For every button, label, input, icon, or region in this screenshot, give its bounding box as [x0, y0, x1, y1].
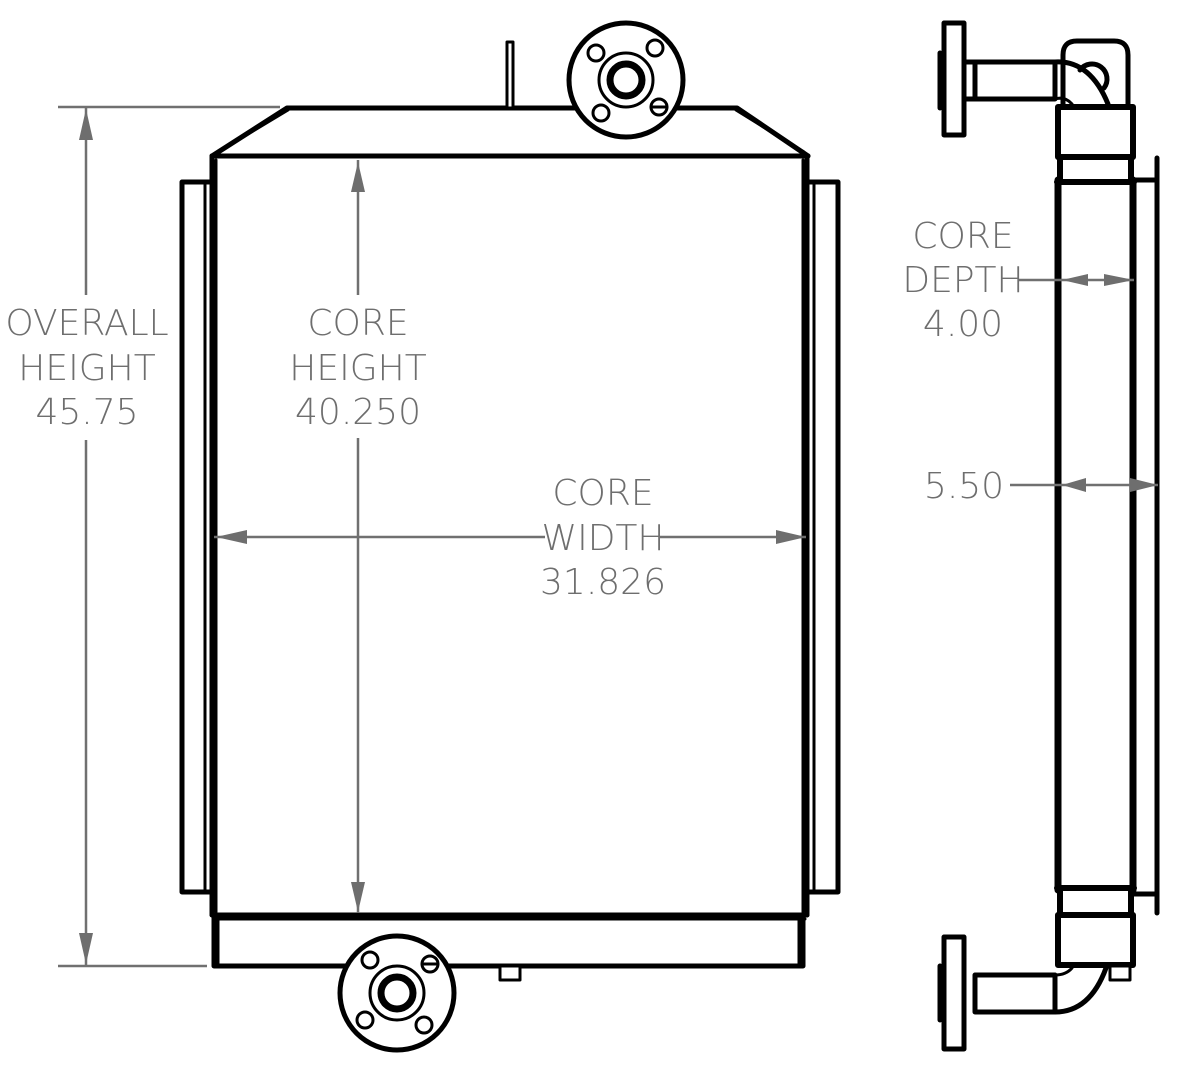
- side-view: [937, 20, 1160, 1052]
- overall-height-value: 45.75: [35, 392, 138, 433]
- dimension-core-width: CORE WIDTH 31.826: [214, 473, 806, 603]
- front-view: [179, 20, 841, 1053]
- bottom-outlet-flange: [337, 933, 457, 1053]
- overall-depth-value: 5.50: [924, 466, 1004, 507]
- core-width-label-2: WIDTH: [542, 518, 665, 559]
- left-side-bracket: [179, 179, 215, 895]
- dimension-overall-depth: 5.50: [924, 466, 1158, 507]
- overall-height-label-2: HEIGHT: [18, 348, 155, 389]
- side-top-pipe: [937, 20, 1131, 138]
- side-top-header: [1055, 104, 1136, 185]
- core-width-value: 31.826: [540, 562, 666, 603]
- side-core: [1054, 155, 1160, 916]
- right-side-bracket: [804, 179, 841, 895]
- vent-pin: [505, 40, 515, 110]
- drain-stub: [498, 964, 522, 982]
- core-depth-label-2: DEPTH: [902, 260, 1023, 301]
- core-depth-value: 4.00: [923, 304, 1003, 345]
- core: [209, 153, 810, 918]
- dimension-core-depth: CORE DEPTH 4.00: [902, 216, 1134, 345]
- dimension-overall-height: OVERALL HEIGHT 45.75: [5, 105, 280, 968]
- core-height-label-1: CORE: [307, 303, 408, 344]
- side-bottom-pipe: [937, 934, 1109, 1052]
- core-width-label-1: CORE: [552, 473, 653, 514]
- core-height-value: 40.250: [295, 392, 421, 433]
- top-tank: [209, 105, 811, 159]
- bottom-tank: [211, 912, 807, 969]
- dimension-core-height: CORE HEIGHT 40.250: [289, 160, 427, 913]
- core-height-label-2: HEIGHT: [289, 348, 426, 389]
- side-bottom-header: [1055, 885, 1136, 982]
- overall-height-label-1: OVERALL: [5, 303, 168, 344]
- top-inlet-flange: [566, 20, 686, 140]
- core-depth-label-1: CORE: [912, 216, 1013, 257]
